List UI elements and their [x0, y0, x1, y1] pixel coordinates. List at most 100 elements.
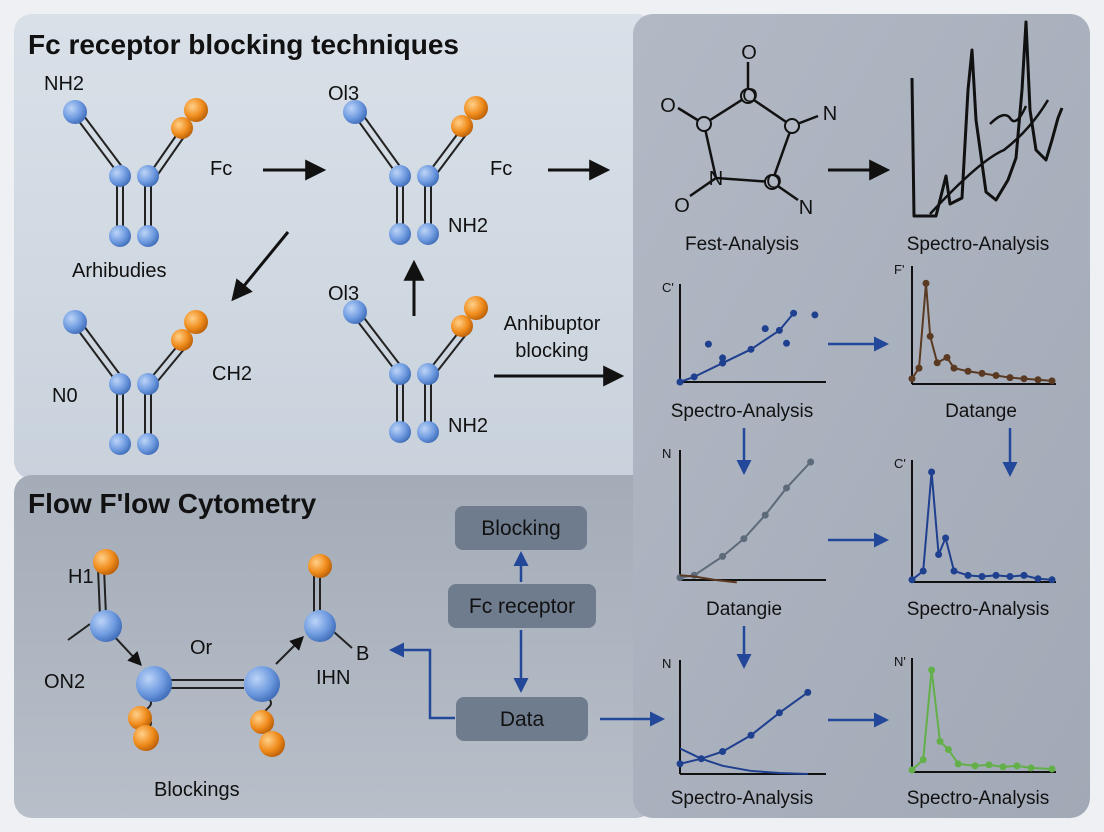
chart-point	[944, 746, 952, 754]
chart-point	[804, 688, 812, 696]
chart-caption: Spectro-Analysis	[907, 788, 1050, 809]
chart-point	[908, 766, 916, 774]
orange-node	[451, 115, 473, 137]
orange-node	[184, 310, 208, 334]
chart-2: F' Datange	[894, 262, 1056, 422]
chart-caption: Spectro-Analysis	[671, 788, 814, 809]
chart-6: N'Spectro-Analysis	[894, 654, 1056, 809]
fc-receptor-box	[448, 584, 596, 628]
chart-point	[908, 375, 916, 383]
orange-node	[171, 329, 193, 351]
chart-point	[783, 484, 790, 492]
arrow-down-left	[231, 231, 290, 302]
chart-y-label: N	[662, 656, 671, 671]
chart-point	[747, 345, 755, 353]
orange-node	[93, 549, 119, 575]
chart-point	[1006, 374, 1014, 382]
label-nh2-bottom: NH2	[448, 415, 488, 437]
chart-point	[964, 367, 972, 375]
orange-node	[464, 296, 488, 320]
blue-node	[136, 666, 172, 702]
label-ch2: CH2	[212, 363, 252, 385]
chart-point	[908, 576, 916, 584]
chart-5: N Spectro-Analysis	[662, 656, 826, 809]
chart-point	[933, 359, 941, 367]
chart-3: N Datangie	[662, 446, 826, 620]
spectrum-plot	[910, 20, 1064, 218]
blue-node	[109, 165, 131, 187]
ring-atom: O	[674, 195, 690, 217]
chart-series-line	[679, 747, 808, 775]
chart-point	[807, 458, 815, 466]
blue-node	[109, 225, 131, 247]
chart-point	[704, 340, 712, 348]
fc-receptor-box-label: Fc receptor	[469, 595, 575, 618]
chart-point	[1034, 376, 1042, 384]
chart-point	[919, 567, 927, 575]
blocking-box-label: Blocking	[481, 517, 560, 540]
chart-point	[783, 339, 790, 347]
chart-point	[775, 326, 783, 334]
chart-point	[811, 311, 819, 319]
label-inhibitor-line2: blocking	[515, 340, 588, 362]
chart-point	[1020, 571, 1028, 579]
blue-node	[417, 421, 439, 443]
blue-node	[417, 223, 439, 245]
label-n0: N0	[52, 385, 78, 407]
blue-node	[417, 363, 439, 385]
chart-point	[919, 756, 927, 764]
chart-point	[1048, 377, 1056, 385]
blue-node	[109, 433, 131, 455]
antibody-bottom-left	[63, 310, 208, 455]
blue-node	[137, 165, 159, 187]
ring-atom: N	[799, 197, 813, 219]
flow-molecule	[67, 549, 353, 757]
orange-node	[250, 710, 274, 734]
chart-y-label: N	[662, 446, 671, 461]
blue-node	[389, 363, 411, 385]
data-box	[456, 697, 588, 741]
label-inhibitor-line1: Anhibuptor	[504, 313, 601, 335]
chart-point	[954, 760, 962, 768]
chart-caption: Datangie	[706, 599, 782, 620]
antibody-bottom-middle	[343, 296, 488, 443]
chart-point	[761, 511, 769, 519]
orange-node	[133, 725, 159, 751]
chart-point	[1020, 375, 1028, 383]
ring-atom: O	[766, 171, 782, 193]
label-ol3-bottom: Ol3	[328, 283, 359, 305]
chart-4: C'Spectro-Analysis	[894, 456, 1056, 620]
blue-node	[343, 100, 367, 124]
chart-caption: Datange	[945, 401, 1017, 422]
blue-node	[137, 433, 159, 455]
flow-panel-title: Flow F'low Cytometry	[28, 488, 317, 519]
chart-y-label: F'	[894, 262, 904, 277]
blue-node	[244, 666, 280, 702]
antibody-top-left	[63, 98, 208, 247]
orange-node	[171, 117, 193, 139]
orange-node	[128, 706, 152, 730]
blue-node	[389, 421, 411, 443]
chart-point	[1048, 576, 1056, 584]
antibody-top-middle	[343, 96, 488, 245]
chart-point	[950, 567, 958, 575]
spectro-analysis-caption: Spectro-Analysis	[907, 234, 1050, 255]
blue-node	[137, 225, 159, 247]
chart-point	[928, 468, 936, 476]
arrow-elbow-blue	[389, 642, 455, 720]
analysis-panel-background	[633, 14, 1090, 818]
chart-point	[690, 373, 698, 381]
fc-panel-title: Fc receptor blocking techniques	[28, 29, 459, 60]
label-nh2-top: NH2	[44, 73, 84, 95]
label-fc-2: Fc	[490, 158, 512, 180]
chart-point	[943, 354, 951, 361]
chart-point	[719, 354, 727, 362]
orange-node	[184, 98, 208, 122]
chart-point	[719, 552, 727, 560]
data-box-label: Data	[500, 708, 545, 731]
chart-series-line	[679, 574, 737, 584]
label-fc-1: Fc	[210, 158, 232, 180]
ring-atom: O	[742, 85, 758, 107]
chart-point	[1034, 575, 1042, 583]
